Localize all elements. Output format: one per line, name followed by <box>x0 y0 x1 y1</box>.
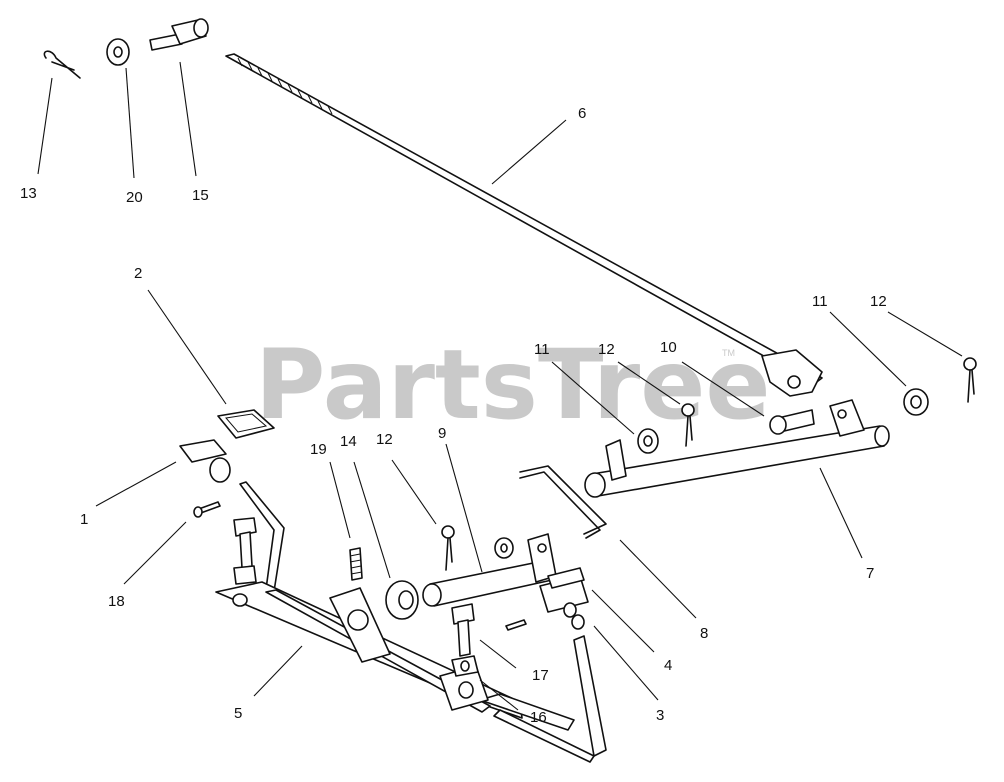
part-12-hairpin-c[interactable] <box>441 525 455 571</box>
part-6-control-rod[interactable] <box>225 53 823 397</box>
callout-11-middle[interactable]: 11 <box>534 341 550 358</box>
part-5-pedal-lever[interactable] <box>215 481 607 763</box>
callout-12-middle[interactable]: 12 <box>598 341 615 358</box>
leader-lines <box>37 61 963 711</box>
callout-labels: 13 20 15 6 2 1 18 19 14 12 9 11 12 10 11… <box>20 105 887 726</box>
part-2-pedal-pad[interactable] <box>217 409 275 439</box>
rod-clevis <box>761 349 823 397</box>
part-11-washer-a[interactable] <box>637 428 659 454</box>
shaft-bracket-right <box>829 399 865 437</box>
callout-9[interactable]: 9 <box>438 425 446 442</box>
part-1-pedal[interactable] <box>179 439 231 483</box>
callout-4[interactable]: 4 <box>664 657 672 674</box>
part-20-washer[interactable] <box>106 38 130 66</box>
part-12-hairpin-a[interactable] <box>681 403 695 447</box>
callout-17[interactable]: 17 <box>532 667 549 684</box>
part-8-bent-rod-edge <box>519 471 601 539</box>
callout-12-lower[interactable]: 12 <box>376 431 393 448</box>
callout-3[interactable]: 3 <box>656 707 664 724</box>
callout-7[interactable]: 7 <box>866 565 874 582</box>
callout-14[interactable]: 14 <box>340 433 357 450</box>
part-9-pivot-shaft[interactable] <box>422 533 557 607</box>
part-12-hairpin-b[interactable] <box>963 357 977 403</box>
part-14-bushing[interactable] <box>385 580 419 620</box>
part-3-pin[interactable] <box>563 602 585 630</box>
bolt-left[interactable] <box>233 517 257 585</box>
callout-15[interactable]: 15 <box>192 187 209 204</box>
bracket-hole <box>837 409 847 419</box>
callout-19[interactable]: 19 <box>310 441 327 458</box>
shaft-bracket-left <box>605 439 627 481</box>
part-11-washer-b[interactable] <box>903 388 929 416</box>
part-17-bolt[interactable] <box>451 603 475 657</box>
part-13-hairpin[interactable] <box>43 50 81 79</box>
watermark-trademark: TM <box>722 348 735 358</box>
rod-clevis-hole <box>787 375 801 389</box>
part-7-lever-shaft[interactable] <box>584 399 890 498</box>
washer-hole <box>500 543 508 553</box>
part-8-bent-rod[interactable] <box>519 465 607 535</box>
callout-10[interactable]: 10 <box>660 339 677 356</box>
callout-11-right[interactable]: 11 <box>812 293 828 310</box>
callout-16[interactable]: 16 <box>530 709 547 726</box>
callout-5[interactable]: 5 <box>234 705 242 722</box>
part-4-bracket[interactable] <box>539 567 589 613</box>
part-10-clevis-pin[interactable] <box>769 409 815 435</box>
callout-13[interactable]: 13 <box>20 185 37 202</box>
callout-20[interactable]: 20 <box>126 189 143 206</box>
callout-8[interactable]: 8 <box>700 625 708 642</box>
callout-1[interactable]: 1 <box>80 511 88 528</box>
callout-12-right[interactable]: 12 <box>870 293 887 310</box>
callout-6[interactable]: 6 <box>578 105 586 122</box>
rod-thread <box>237 57 333 115</box>
callout-2[interactable]: 2 <box>134 265 142 282</box>
part-16-nut[interactable] <box>451 655 479 677</box>
part-18-screw[interactable] <box>193 501 221 518</box>
part-15-shoulder-pin[interactable] <box>149 18 209 51</box>
part-19-stud[interactable] <box>349 547 363 581</box>
watermark-text: PartsTree <box>255 329 770 441</box>
callout-18[interactable]: 18 <box>108 593 125 610</box>
small-screw[interactable] <box>505 619 527 631</box>
